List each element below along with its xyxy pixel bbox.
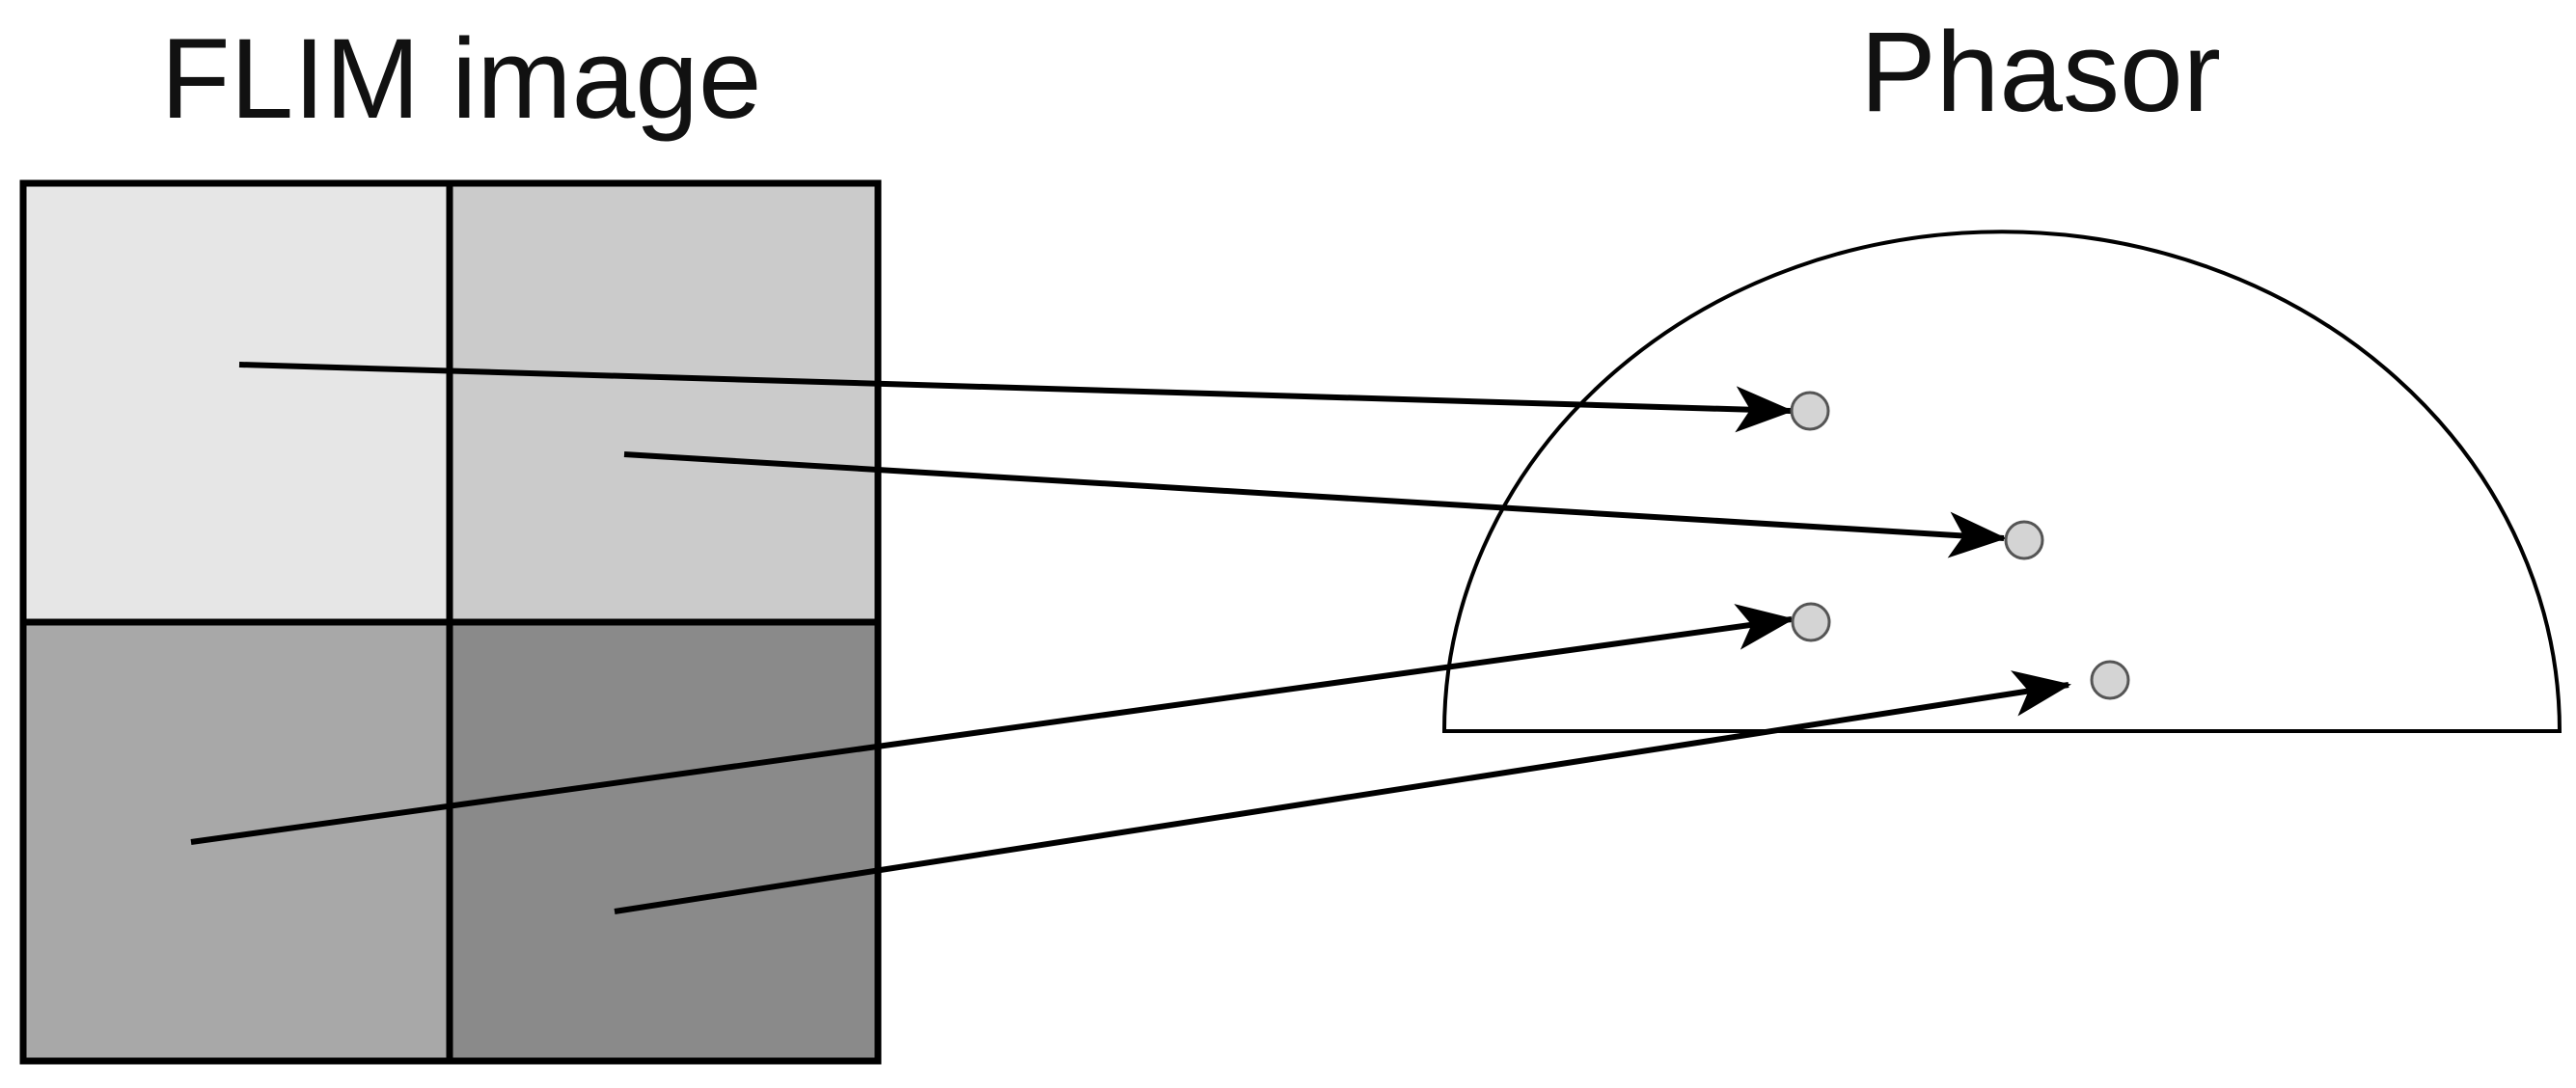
phasor-title: Phasor — [1860, 9, 2221, 136]
arrow-bottom-right — [614, 670, 2071, 914]
arrow-top-left — [238, 362, 1794, 433]
flim-image-title: FLIM image — [161, 15, 762, 143]
phasor-point — [2090, 660, 2130, 700]
pixel-top-left — [23, 183, 450, 622]
phasor-point — [1791, 602, 1831, 642]
pixel-top-right — [450, 183, 878, 622]
phasor-point — [1790, 391, 1830, 431]
phasor-point — [2004, 520, 2044, 560]
phasor-semicircle — [1441, 230, 2562, 733]
pixel-bottom-right — [450, 622, 878, 1061]
pixel-bottom-left — [23, 622, 450, 1061]
mapping-arrows — [190, 362, 2071, 914]
arrow-bottom-left — [190, 604, 1795, 845]
flim-image-grid — [19, 179, 882, 1065]
phasor-points — [1790, 391, 2130, 700]
arrow-top-right — [623, 451, 2007, 558]
